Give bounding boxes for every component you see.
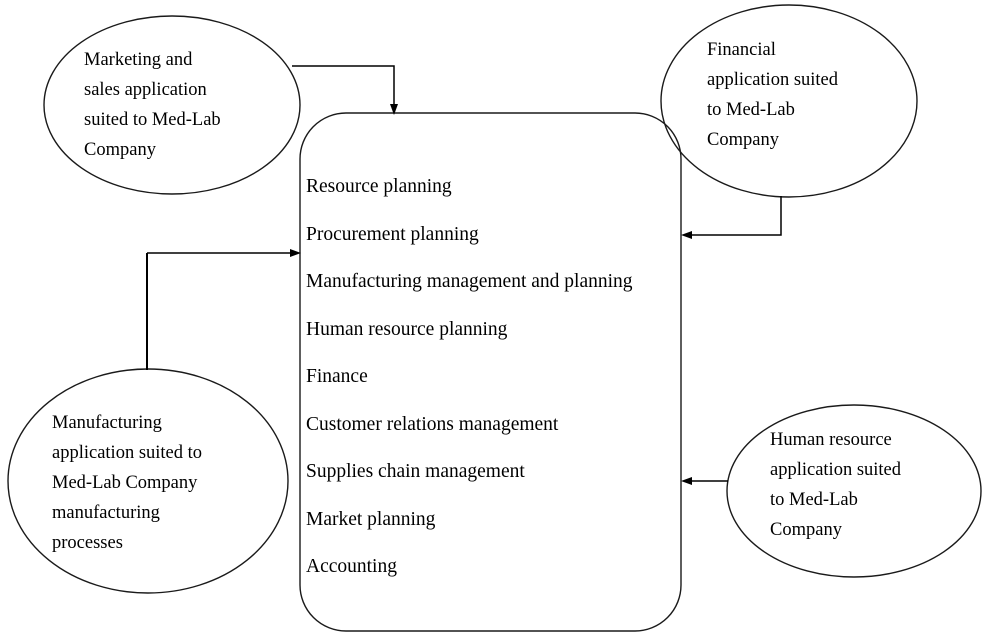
manufacturing-label-line-4: manufacturing: [52, 503, 160, 523]
human-resource-label: Human resource application suited to Med…: [770, 425, 970, 545]
marketing-sales-label-line-4: Company: [84, 140, 156, 160]
arrowhead-human-resource-to-box: [681, 477, 692, 485]
financial-label-line-4: Company: [707, 130, 779, 150]
module-item-procurement-planning: Procurement planning: [306, 223, 479, 245]
module-item-human-resource-planning: Human resource planning: [306, 318, 508, 340]
financial-ellipse: [660, 4, 918, 198]
financial-label-line-1: Financial: [707, 40, 776, 60]
human-resource-label-line-1: Human resource: [770, 430, 892, 450]
human-resource-label-line-4: Company: [770, 520, 842, 540]
central-box-module-list: Resource planning Procurement planning M…: [306, 163, 676, 591]
central-process-box: [299, 112, 682, 632]
human-resource-label-line-3: to Med-Lab: [770, 490, 858, 510]
marketing-sales-label: Marketing and sales application suited t…: [84, 45, 299, 165]
module-item-customer-relations-management: Customer relations management: [306, 413, 559, 435]
manufacturing-label: Manufacturing application suited to Med-…: [52, 408, 272, 558]
financial-label-line-2: application suited: [707, 70, 839, 90]
marketing-sales-label-line-1: Marketing and: [84, 50, 193, 70]
human-resource-ellipse: [726, 404, 982, 578]
financial-label: Financial application suited to Med-Lab …: [707, 35, 907, 155]
marketing-sales-ellipse: [43, 15, 301, 195]
module-item-accounting: Accounting: [306, 556, 397, 577]
marketing-sales-label-line-2: sales application: [84, 80, 207, 100]
module-item-supplies-chain-management: Supplies chain management: [306, 461, 525, 482]
manufacturing-label-line-5: processes: [52, 533, 123, 553]
arrowhead-financial-to-box: [681, 231, 692, 239]
module-item-resource-planning: Resource planning: [306, 176, 452, 197]
manufacturing-label-line-3: Med-Lab Company: [52, 473, 198, 493]
module-item-manufacturing-management: Manufacturing management and planning: [306, 271, 633, 292]
marketing-sales-label-line-3: suited to Med-Lab: [84, 110, 221, 130]
arrowhead-marketing-to-box: [390, 104, 398, 115]
module-item-market-planning: Market planning: [306, 508, 436, 530]
connector-marketing-to-box: [292, 65, 395, 108]
module-item-finance: Finance: [306, 366, 368, 387]
connector-financial-to-box: [688, 196, 782, 236]
financial-label-line-3: to Med-Lab: [707, 100, 795, 120]
human-resource-label-line-2: application suited: [770, 460, 902, 480]
manufacturing-label-line-2: application suited to: [52, 443, 203, 463]
arrowhead-manufacturing-to-box: [290, 249, 301, 257]
manufacturing-label-line-1: Manufacturing: [52, 413, 162, 433]
